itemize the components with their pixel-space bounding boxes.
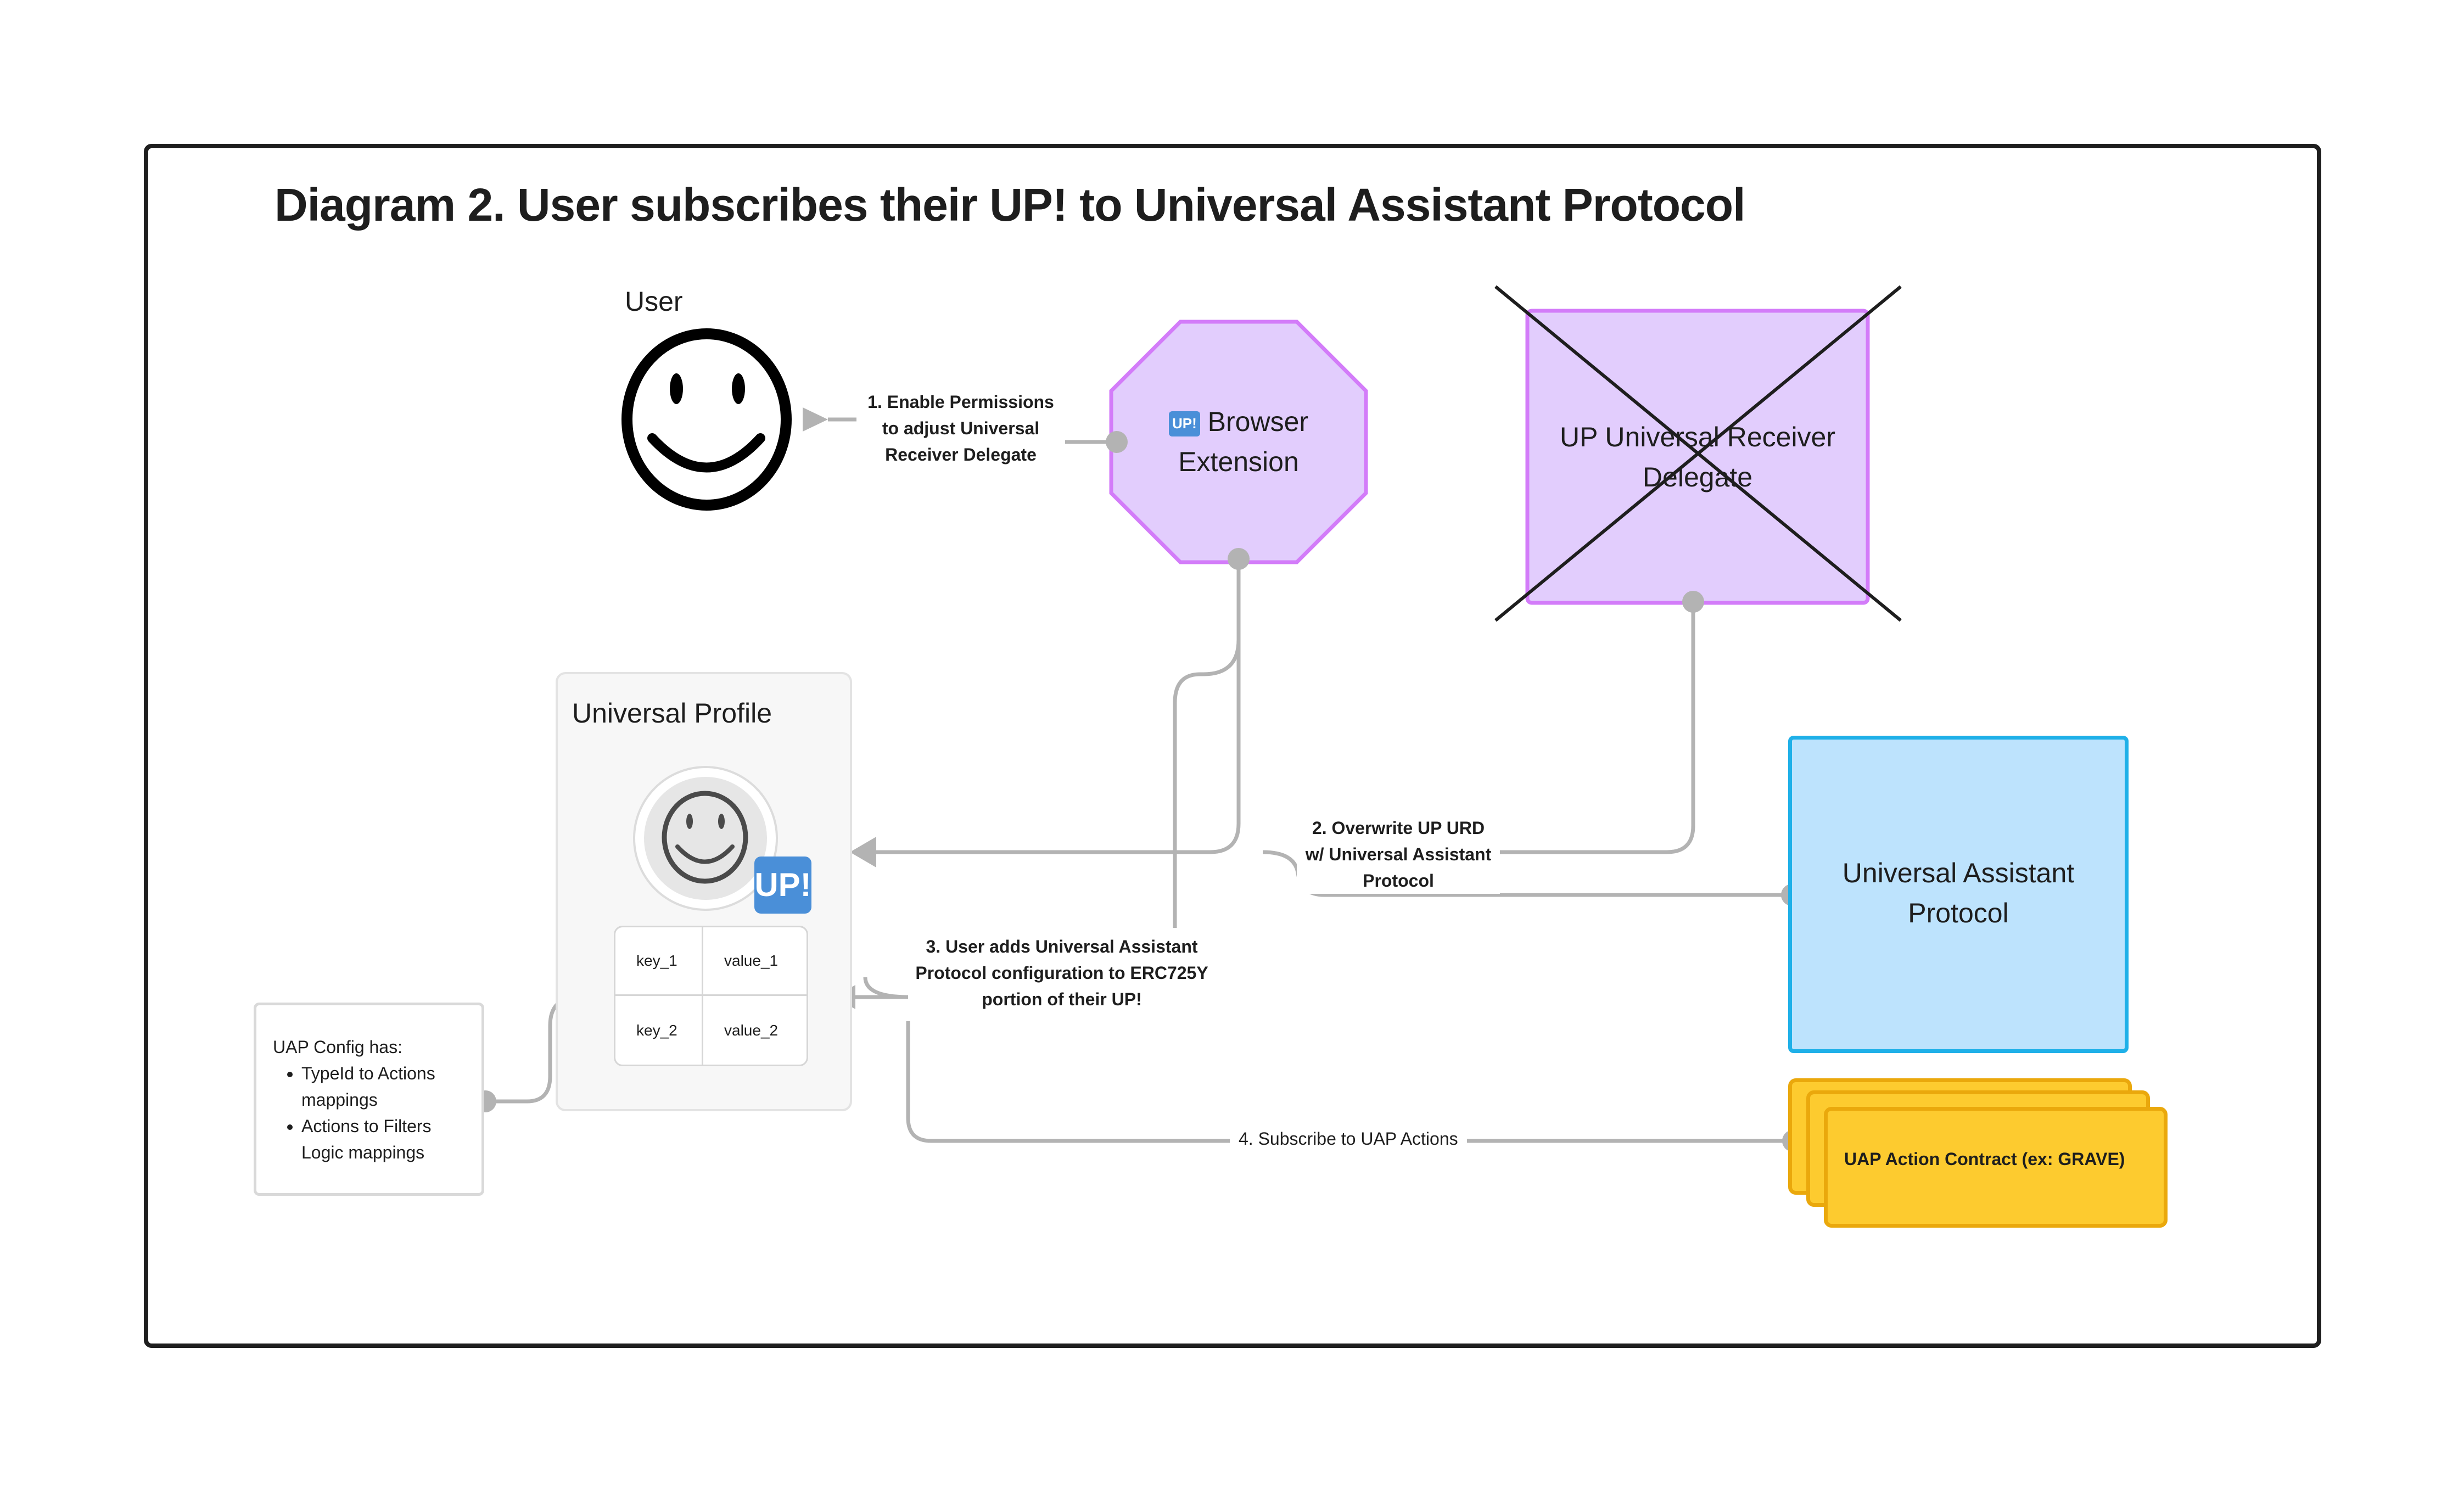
config-item-line1: TypeId to Actions [301, 1063, 435, 1083]
connector-dot-urd [1682, 591, 1704, 613]
arrowhead-up [850, 837, 876, 867]
urd-label-line1: UP Universal Receiver [1559, 422, 1836, 452]
browser-extension-label[interactable]: UP! Browser Extension [1142, 402, 1335, 482]
config-item-line1: Actions to Filters [301, 1116, 432, 1136]
arrowhead-user [803, 407, 828, 432]
diagram-title: Diagram 2. User subscribes their UP! to … [275, 179, 1745, 231]
action-contract-card-front[interactable]: UAP Action Contract (ex: GRAVE) [1824, 1107, 2168, 1228]
connector-urd-to-up [1498, 602, 1695, 854]
profile-avatar [633, 766, 778, 911]
uap-config-note[interactable]: UAP Config has: TypeId to Actions mappin… [254, 1003, 484, 1196]
step3-line3: portion of their UP! [982, 989, 1142, 1009]
avatar-smiley-icon [662, 791, 748, 884]
up-badge-icon: UP! [1168, 411, 1200, 436]
up-badge-large-icon: UP! [754, 857, 811, 914]
connector-dot-extension-left [1106, 431, 1128, 453]
step3-line2: Protocol configuration to ERC725Y [915, 963, 1208, 983]
step4-label: 4. Subscribe to UAP Actions [1230, 1129, 1467, 1149]
step2-line1: 2. Overwrite UP URD [1312, 818, 1485, 838]
connector-step3-curve [859, 977, 910, 999]
browser-extension-shape[interactable] [1109, 320, 1368, 564]
connector-extension-to-up [867, 559, 1241, 854]
step2-line2: w/ Universal Assistant [1305, 844, 1492, 864]
connector-dot-extension-bottom [1228, 548, 1250, 570]
step1-line3: Receiver Delegate [885, 445, 1037, 464]
urd-label-line2: Delegate [1642, 461, 1753, 492]
urd-cross-line-2 [1494, 285, 1902, 622]
step1-line1: 1. Enable Permissions [867, 392, 1054, 412]
browser-extension-line2: Extension [1178, 446, 1299, 477]
user-label: User [625, 286, 683, 317]
urd-label[interactable]: UP Universal Receiver Delegate [1527, 417, 1868, 497]
user-smiley-icon [621, 328, 792, 511]
uap-box[interactable] [1788, 736, 2129, 1053]
table-cell-value: value_1 [703, 927, 807, 996]
config-item: TypeId to Actions mappings [301, 1060, 481, 1113]
config-item: Actions to Filters Logic mappings [301, 1113, 481, 1166]
erc725y-table[interactable]: key_1 value_1 key_2 value_2 [614, 926, 808, 1066]
step3-label: 3. User adds Universal Assistant Protoco… [908, 933, 1216, 1012]
step1-line2: to adjust Universal [882, 418, 1040, 438]
step1-label: 1. Enable Permissions to adjust Universa… [856, 389, 1065, 468]
uap-label-line1: Universal Assistant [1842, 858, 2075, 888]
table-cell-key: key_1 [615, 927, 703, 996]
browser-extension-line1: Browser [1207, 406, 1309, 437]
connector-extension-to-step3 [1173, 639, 1241, 928]
diagram-frame [144, 144, 2321, 1348]
step2-line3: Protocol [1363, 871, 1434, 891]
table-cell-key: key_2 [615, 996, 703, 1065]
action-contract-label: UAP Action Contract (ex: GRAVE) [1844, 1149, 2125, 1169]
config-heading: UAP Config has: [273, 1037, 402, 1057]
table-cell-value: value_2 [724, 1021, 779, 1039]
config-item-line2: Logic mappings [301, 1143, 425, 1162]
step3-line1: 3. User adds Universal Assistant [926, 937, 1198, 956]
uap-label-line2: Protocol [1908, 897, 2009, 928]
step2-label: 2. Overwrite UP URD w/ Universal Assista… [1297, 815, 1500, 894]
config-item-line2: mappings [301, 1090, 378, 1110]
universal-profile-title: Universal Profile [572, 698, 772, 729]
uap-label: Universal Assistant Protocol [1788, 853, 2129, 933]
connector-step4 [906, 1021, 1793, 1143]
